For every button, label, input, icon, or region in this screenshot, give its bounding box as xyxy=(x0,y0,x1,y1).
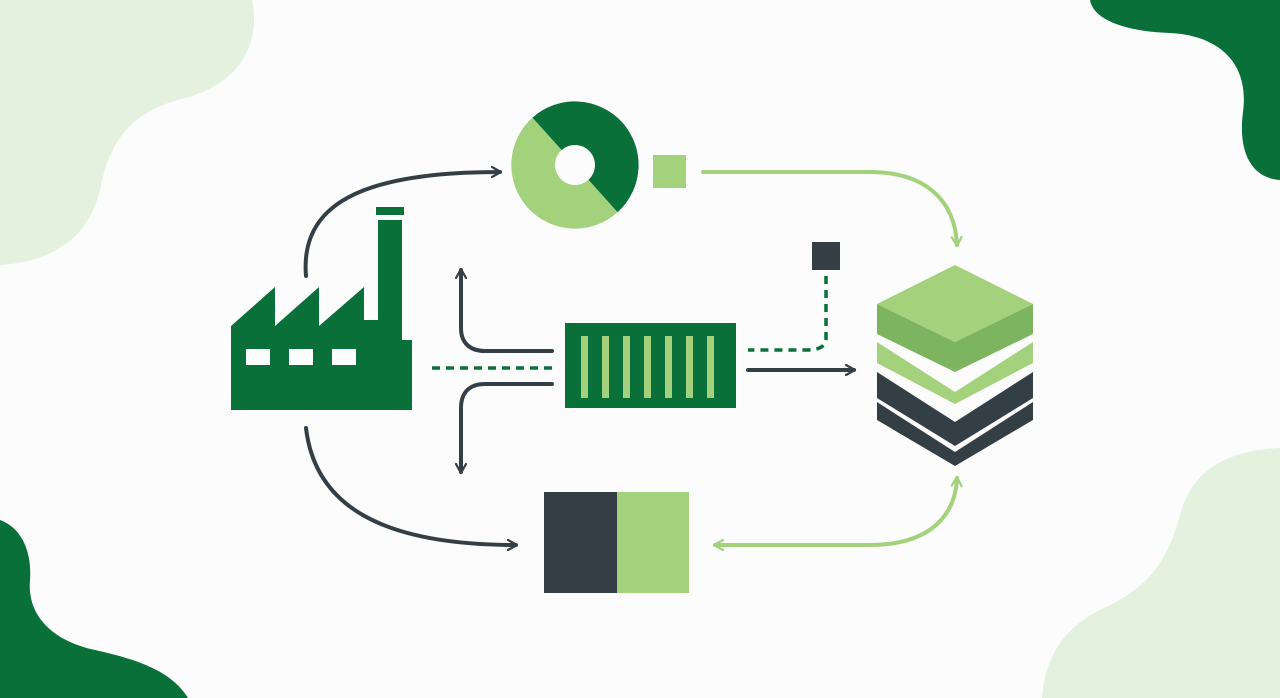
dashed-connector-dark-square-to-stack xyxy=(748,276,828,352)
arrow-container-up xyxy=(461,270,554,353)
block-icon xyxy=(544,492,689,593)
factory-icon xyxy=(231,207,412,410)
donut-icon xyxy=(511,101,639,229)
arrow-square-to-stack xyxy=(701,170,957,245)
corner-blob-bottom-left xyxy=(0,520,188,698)
corner-blob-top-right xyxy=(1090,0,1280,180)
arrow-factory-to-block xyxy=(304,426,516,545)
arrow-stack-block-bidirectional xyxy=(715,478,957,545)
corner-blob-bottom-right xyxy=(1042,448,1280,698)
container-icon xyxy=(565,323,736,408)
arrow-factory-to-donut xyxy=(303,172,500,278)
corner-blob-top-left xyxy=(0,0,255,265)
arrow-container-down xyxy=(461,382,554,472)
small-light-square-icon xyxy=(653,155,686,188)
layers-icon xyxy=(877,265,1033,466)
small-dark-square-icon xyxy=(812,242,840,270)
